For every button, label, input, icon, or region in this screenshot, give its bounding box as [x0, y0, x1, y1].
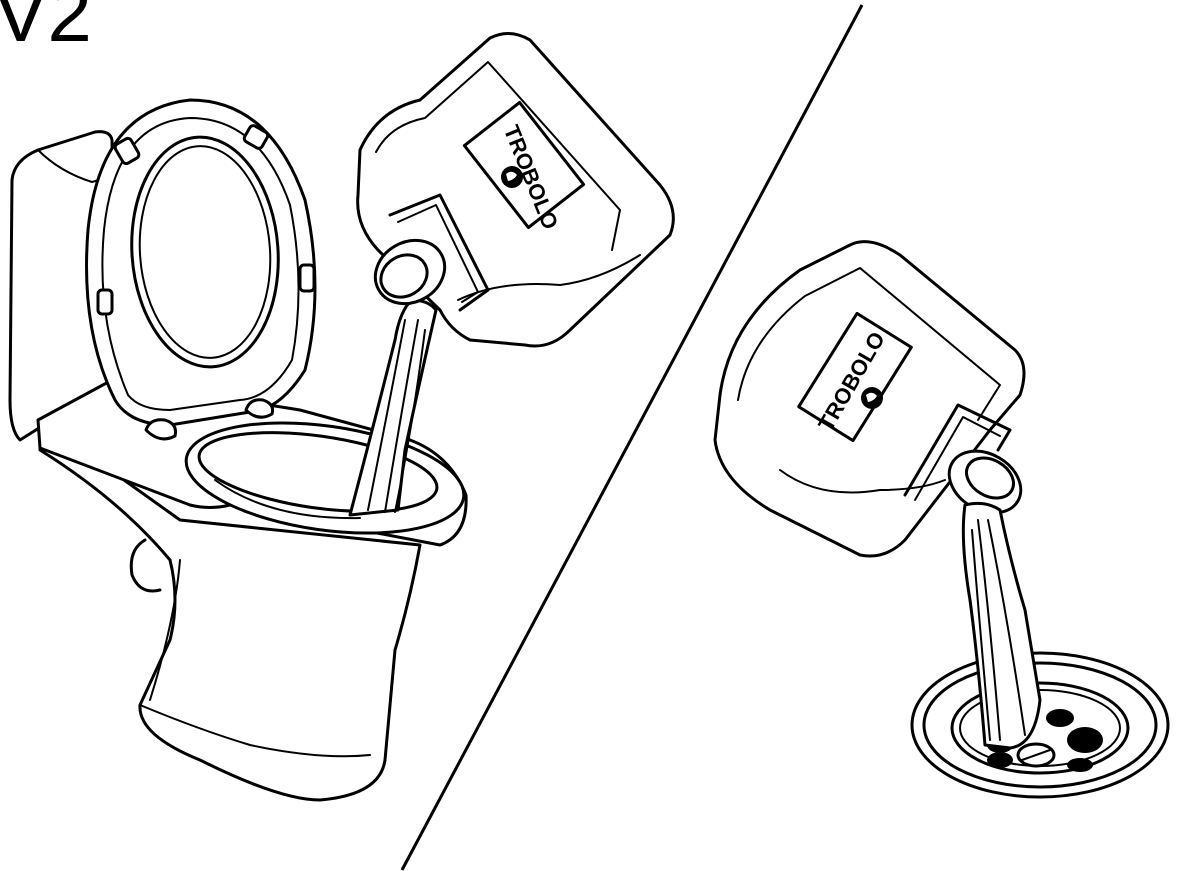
globe-logo-icon-right — [861, 387, 883, 409]
sink-drain-icon — [912, 653, 1168, 797]
figure-label: V2 — [0, 0, 92, 54]
globe-logo-icon — [501, 166, 523, 188]
canister-icon — [358, 33, 674, 346]
